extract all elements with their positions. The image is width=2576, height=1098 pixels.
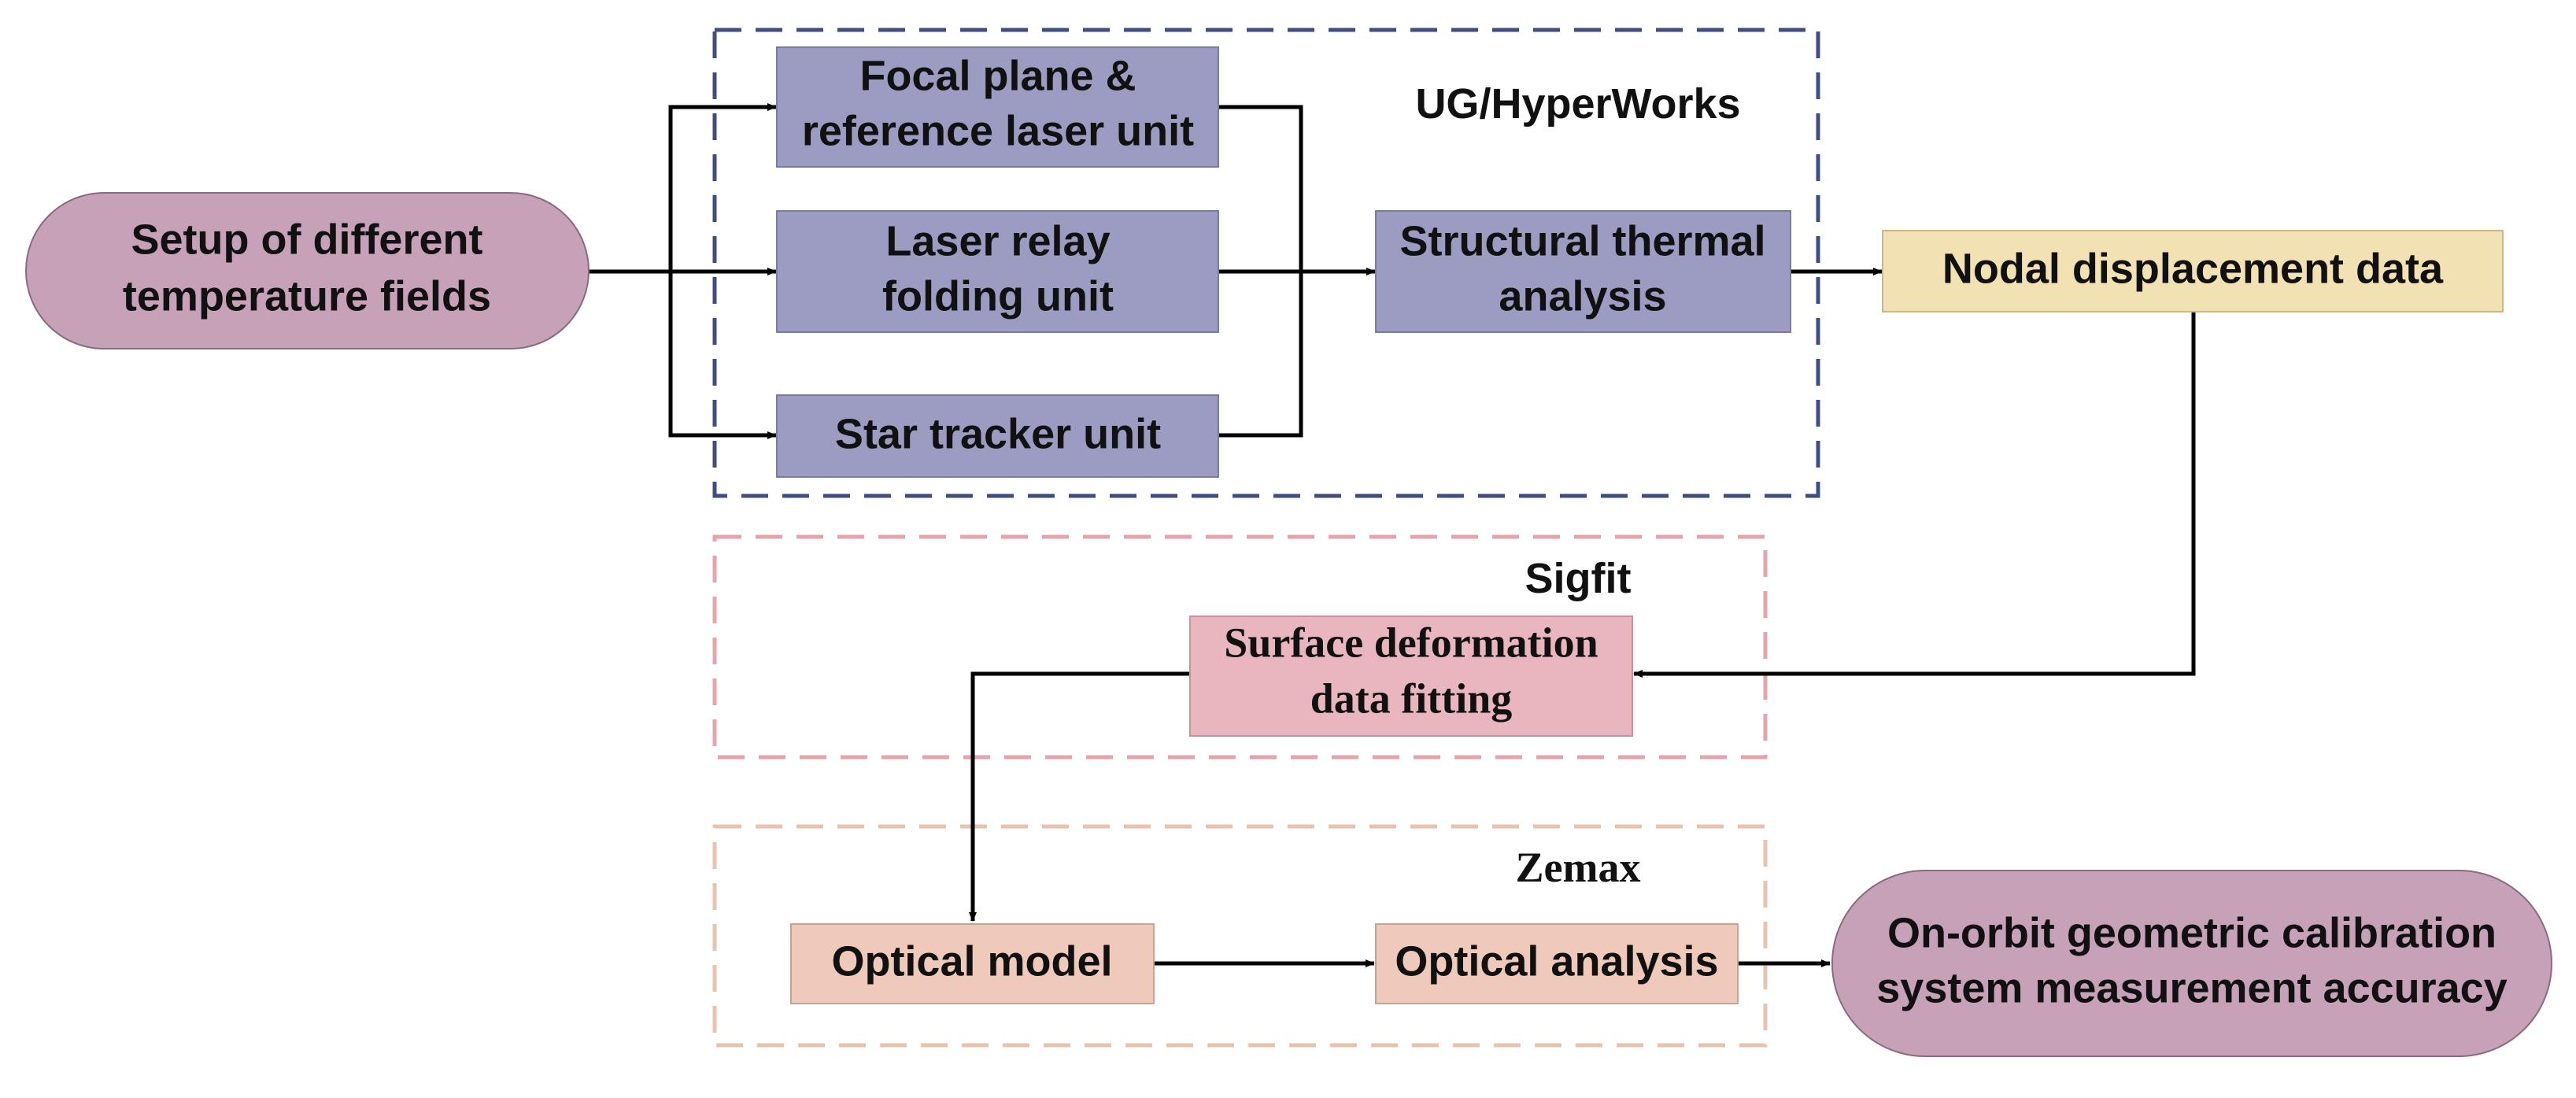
accuracy-line-2: system measurement accuracy [1876,964,2507,1011]
relay-line-2: folding unit [882,272,1114,320]
arrow-nodal-to-surface [1633,312,2196,678]
arrow-setup-to-star [668,272,777,439]
focal-line-2: reference laser unit [802,107,1194,154]
star-line-1: Star tracker unit [835,410,1161,457]
optical-analysis-line-1: Optical analysis [1395,937,1718,985]
focal-line-1: Focal plane & [859,52,1136,99]
ug-hyperworks-label: UG/HyperWorks [1415,80,1740,128]
node-star-tracker: Star tracker unit [776,394,1219,478]
setup-line-1: Setup of different [131,216,483,263]
node-optical-analysis: Optical analysis [1375,923,1739,1004]
zemax-label: Zemax [1516,844,1641,891]
sigfit-label: Sigfit [1525,555,1632,602]
surface-line-1: Surface deformation [1224,619,1598,666]
node-nodal-displacement: Nodal displacement data [1882,230,2504,312]
sigfit-group [712,534,1768,760]
node-structural-thermal: Structural thermal analysis [1375,210,1791,333]
node-optical-model: Optical model [790,923,1155,1004]
arrow-setup-to-focal [668,103,777,272]
nodal-line-1: Nodal displacement data [1942,245,2444,292]
node-laser-relay: Laser relay folding unit [776,210,1219,333]
zemax-group [712,824,1768,1048]
ug-hyperworks-group [712,28,1820,498]
accuracy-line-1: On-orbit geometric calibration [1887,909,2497,956]
node-focal-plane: Focal plane & reference laser unit [776,46,1219,168]
setup-line-2: temperature fields [123,272,491,320]
node-setup: Setup of different temperature fields [25,192,589,349]
relay-line-1: Laser relay [885,217,1110,264]
structural-line-2: analysis [1499,272,1666,320]
surface-line-2: data fitting [1310,675,1513,722]
optical-model-line-1: Optical model [831,937,1112,985]
structural-line-1: Structural thermal [1399,217,1765,264]
connectors [589,103,2196,967]
node-surface-deformation: Surface deformation data fitting [1189,616,1633,737]
arrow-surface-to-optical-model [969,671,1190,922]
node-measurement-accuracy: On-orbit geometric calibration system me… [1831,870,2552,1057]
